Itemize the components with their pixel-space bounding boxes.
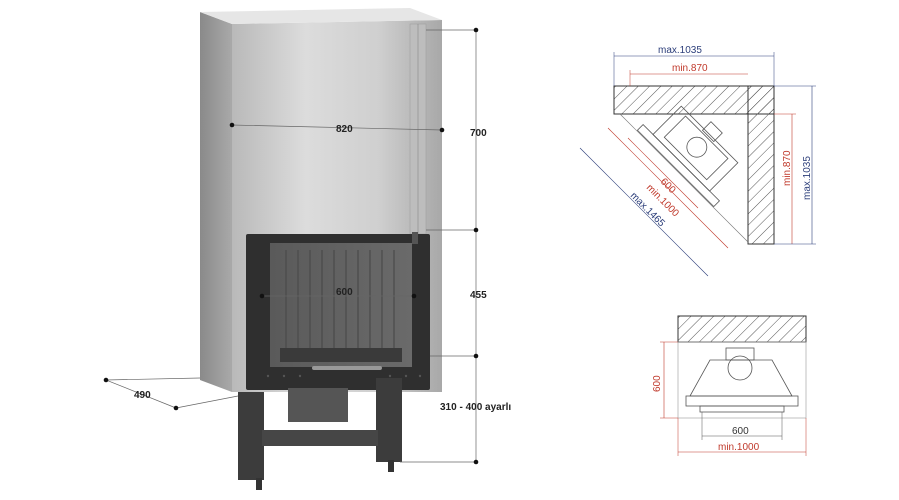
- door-handle-bar: [312, 366, 382, 370]
- dim-stand-height: 310 - 400 ayarlı: [440, 402, 511, 413]
- dim-glass-600: 600: [336, 287, 353, 298]
- corner-installation-plan: [579, 52, 816, 277]
- firebox-ribs: [285, 250, 395, 355]
- fireplace-stand: [238, 378, 402, 490]
- wall-inner-600: 600: [732, 426, 749, 437]
- corner-max-top: max.1035: [658, 45, 702, 56]
- fireplace-dimensions: [105, 29, 477, 463]
- wall-min-1000: min.1000: [718, 442, 760, 453]
- hood-side-face: [200, 12, 232, 392]
- wall-depth-600: 600: [652, 375, 663, 392]
- firebox-glass: [270, 243, 412, 367]
- dim-width-820: 820: [336, 124, 353, 135]
- fireplace-3d-view: [200, 8, 442, 490]
- corner-min-side: min.870: [782, 150, 793, 186]
- corner-min-top: min.870: [672, 63, 708, 74]
- dim-height-700: 700: [470, 128, 487, 139]
- dim-depth-490: 490: [134, 390, 151, 401]
- wall-installation-plan: [660, 315, 807, 456]
- dim-height-455: 455: [470, 290, 487, 301]
- corner-max-side: max.1035: [802, 156, 813, 200]
